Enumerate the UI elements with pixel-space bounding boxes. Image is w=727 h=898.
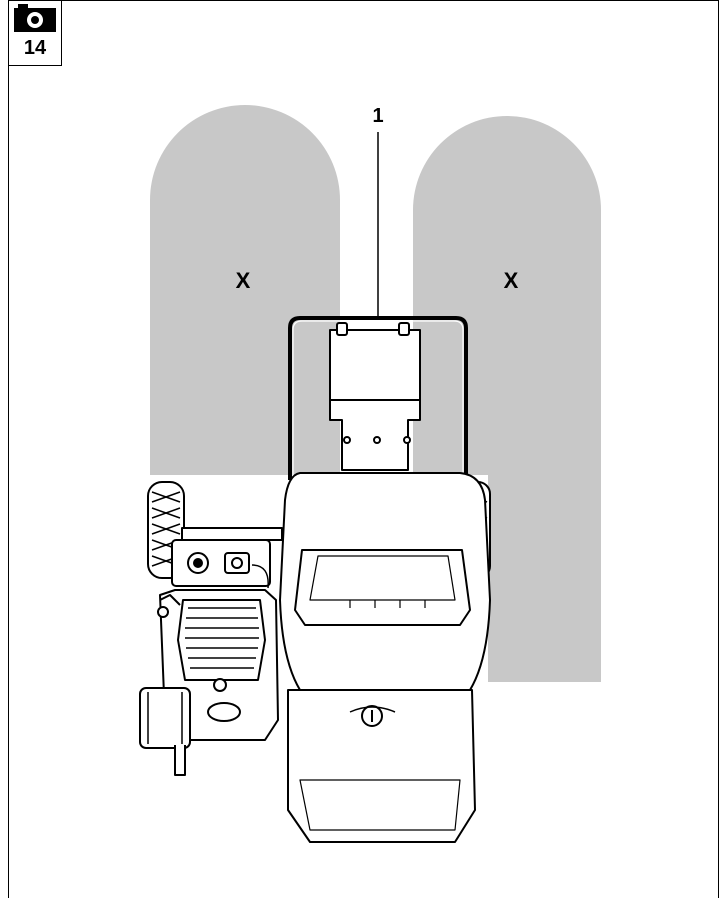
lower-housing [287,689,476,843]
handle-bar [288,316,468,480]
figure-badge: 14 [8,0,62,66]
page-border-top [8,0,719,1]
camera-icon [14,4,56,32]
right-zone-label: X [504,268,519,293]
main-hopper [279,472,491,691]
machine-illustration [139,316,491,843]
callout-1-label: 1 [372,105,383,127]
left-zone-label: X [236,268,251,293]
right-zone [413,116,601,682]
control-panel [171,539,271,589]
page-border-left [8,0,9,898]
figure-number: 14 [23,37,47,59]
muffler [139,687,191,776]
engine-frame [181,527,283,541]
page-border-right [718,0,719,898]
